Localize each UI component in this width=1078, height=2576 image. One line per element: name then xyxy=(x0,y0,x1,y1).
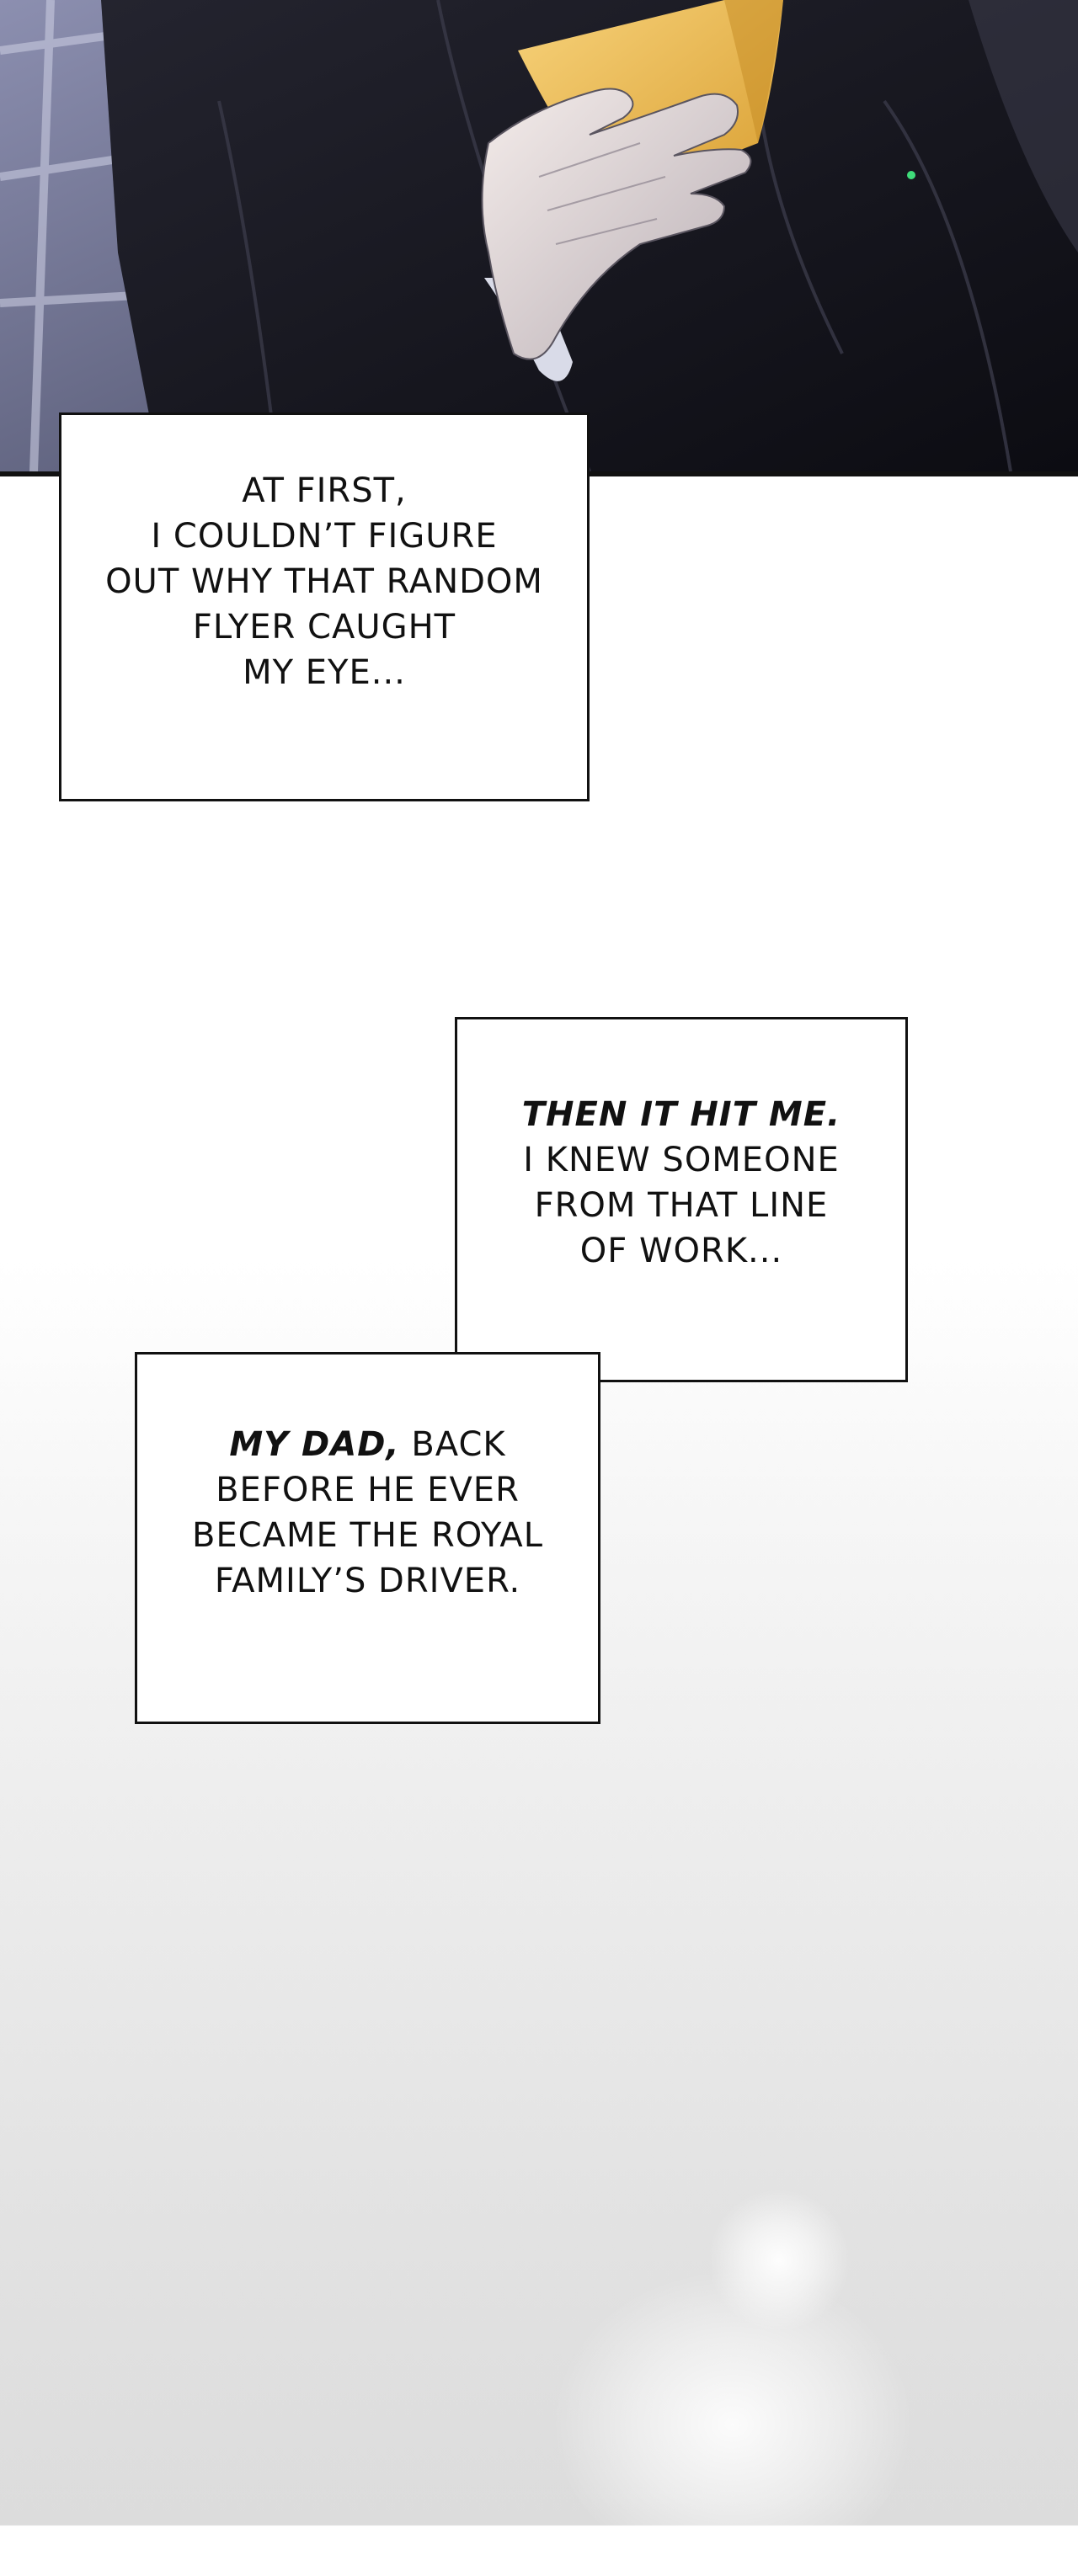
caption-3-text: MY DAD, BACK BEFORE HE EVER BECAME THE R… xyxy=(192,1422,543,1604)
hand xyxy=(481,88,752,360)
caption-3-first-line: MY DAD, BACK xyxy=(229,1422,505,1467)
caption-box-my-dad: MY DAD, BACK BEFORE HE EVER BECAME THE R… xyxy=(135,1352,600,1724)
caption-3-emphasis: MY DAD, xyxy=(229,1425,400,1464)
caption-1-line: FLYER CAUGHT xyxy=(192,608,456,647)
caption-2-text: THEN IT HIT ME. I KNEW SOMEONE FROM THAT… xyxy=(522,1092,841,1274)
caption-3-line: BEFORE HE EVER xyxy=(216,1471,520,1509)
caption-2-emphasis: THEN IT HIT ME. xyxy=(521,1095,841,1134)
caption-1-text: AT FIRST, I COULDN’T FIGURE OUT WHY THAT… xyxy=(105,468,543,695)
caption-2-line: OF WORK... xyxy=(579,1232,783,1270)
caption-1-line: AT FIRST, xyxy=(242,471,407,510)
caption-box-then-it-hit-me: THEN IT HIT ME. I KNEW SOMEONE FROM THAT… xyxy=(455,1017,908,1382)
caption-1-line: MY EYE... xyxy=(243,653,406,692)
caption-1-line: I COULDN’T FIGURE xyxy=(151,517,498,556)
caption-3-line: BECAME THE ROYAL xyxy=(191,1516,544,1555)
caption-1-line: OUT WHY THAT RANDOM xyxy=(105,562,543,601)
caption-box-at-first: AT FIRST, I COULDN’T FIGURE OUT WHY THAT… xyxy=(59,412,590,801)
caption-2-line: FROM THAT LINE xyxy=(534,1186,829,1225)
top-illustration-panel xyxy=(0,0,1078,476)
light-flare xyxy=(556,2273,910,2576)
caption-3-first-line-rest: BACK xyxy=(399,1425,506,1464)
caption-3-line: FAMILY’S DRIVER. xyxy=(214,1562,521,1600)
light-flare xyxy=(707,2189,851,2332)
hand-holding-flyer-illustration xyxy=(0,0,1078,471)
caption-2-line: I KNEW SOMEONE xyxy=(523,1141,840,1179)
